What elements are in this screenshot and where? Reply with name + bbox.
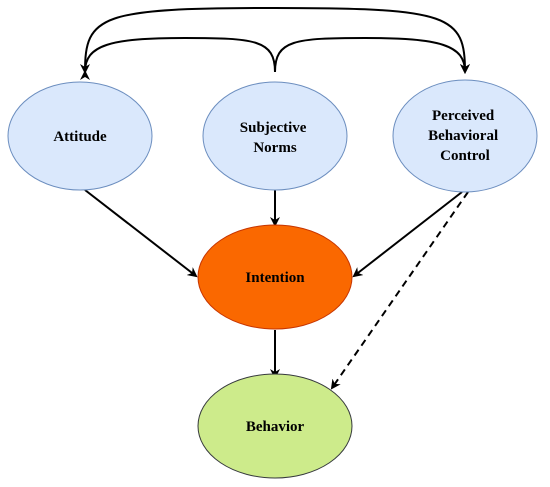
curve-norms-pbc-arrow: [274, 36, 470, 74]
perceived-behavioral-control-node: Perceived Behavioral Control: [392, 79, 538, 193]
svg-text:Subjective Norms: Subjective Norms: [240, 120, 310, 156]
behavior-ellipse: [197, 373, 353, 479]
curve-attitude-pbc-arrow: [79, 6, 470, 81]
subjective-norms-label-line-2: Norms: [253, 140, 296, 156]
svg-text:Attitude: Attitude: [53, 129, 107, 145]
subjective-norms-node: Subjective Norms: [202, 81, 348, 191]
subjective-norms-label-line-1: Subjective: [240, 120, 307, 136]
perceived-behavioral-control-ellipse: [392, 79, 538, 193]
pbc-label-line-3: Control: [440, 148, 490, 164]
intention-node: Intention: [197, 224, 353, 330]
arrow-pbc-intention: [352, 191, 463, 278]
attitude-label: Attitude: [53, 129, 107, 145]
dashed-arrow-pbc-behavior: [330, 191, 469, 390]
subjective-norms-ellipse: [202, 81, 348, 191]
attitude-ellipse: [7, 81, 153, 191]
arrow-attitude-intention: [84, 189, 198, 278]
pbc-label-line-1: Perceived: [432, 108, 495, 124]
attitude-node: Attitude: [7, 81, 153, 191]
behavior-node: Behavior: [197, 373, 353, 479]
pbc-label-line-2: Behavioral: [428, 128, 498, 144]
svg-text:Behavior: Behavior: [246, 419, 305, 435]
svg-text:Perceived Behavioral: Perceived Behavioral Control: [428, 108, 502, 164]
intention-ellipse: [197, 224, 353, 330]
behavior-label: Behavior: [246, 419, 305, 435]
intention-label: Intention: [245, 270, 305, 286]
svg-text:Intention: Intention: [245, 270, 305, 286]
curve-norms-attitude-arrow: [80, 36, 276, 74]
